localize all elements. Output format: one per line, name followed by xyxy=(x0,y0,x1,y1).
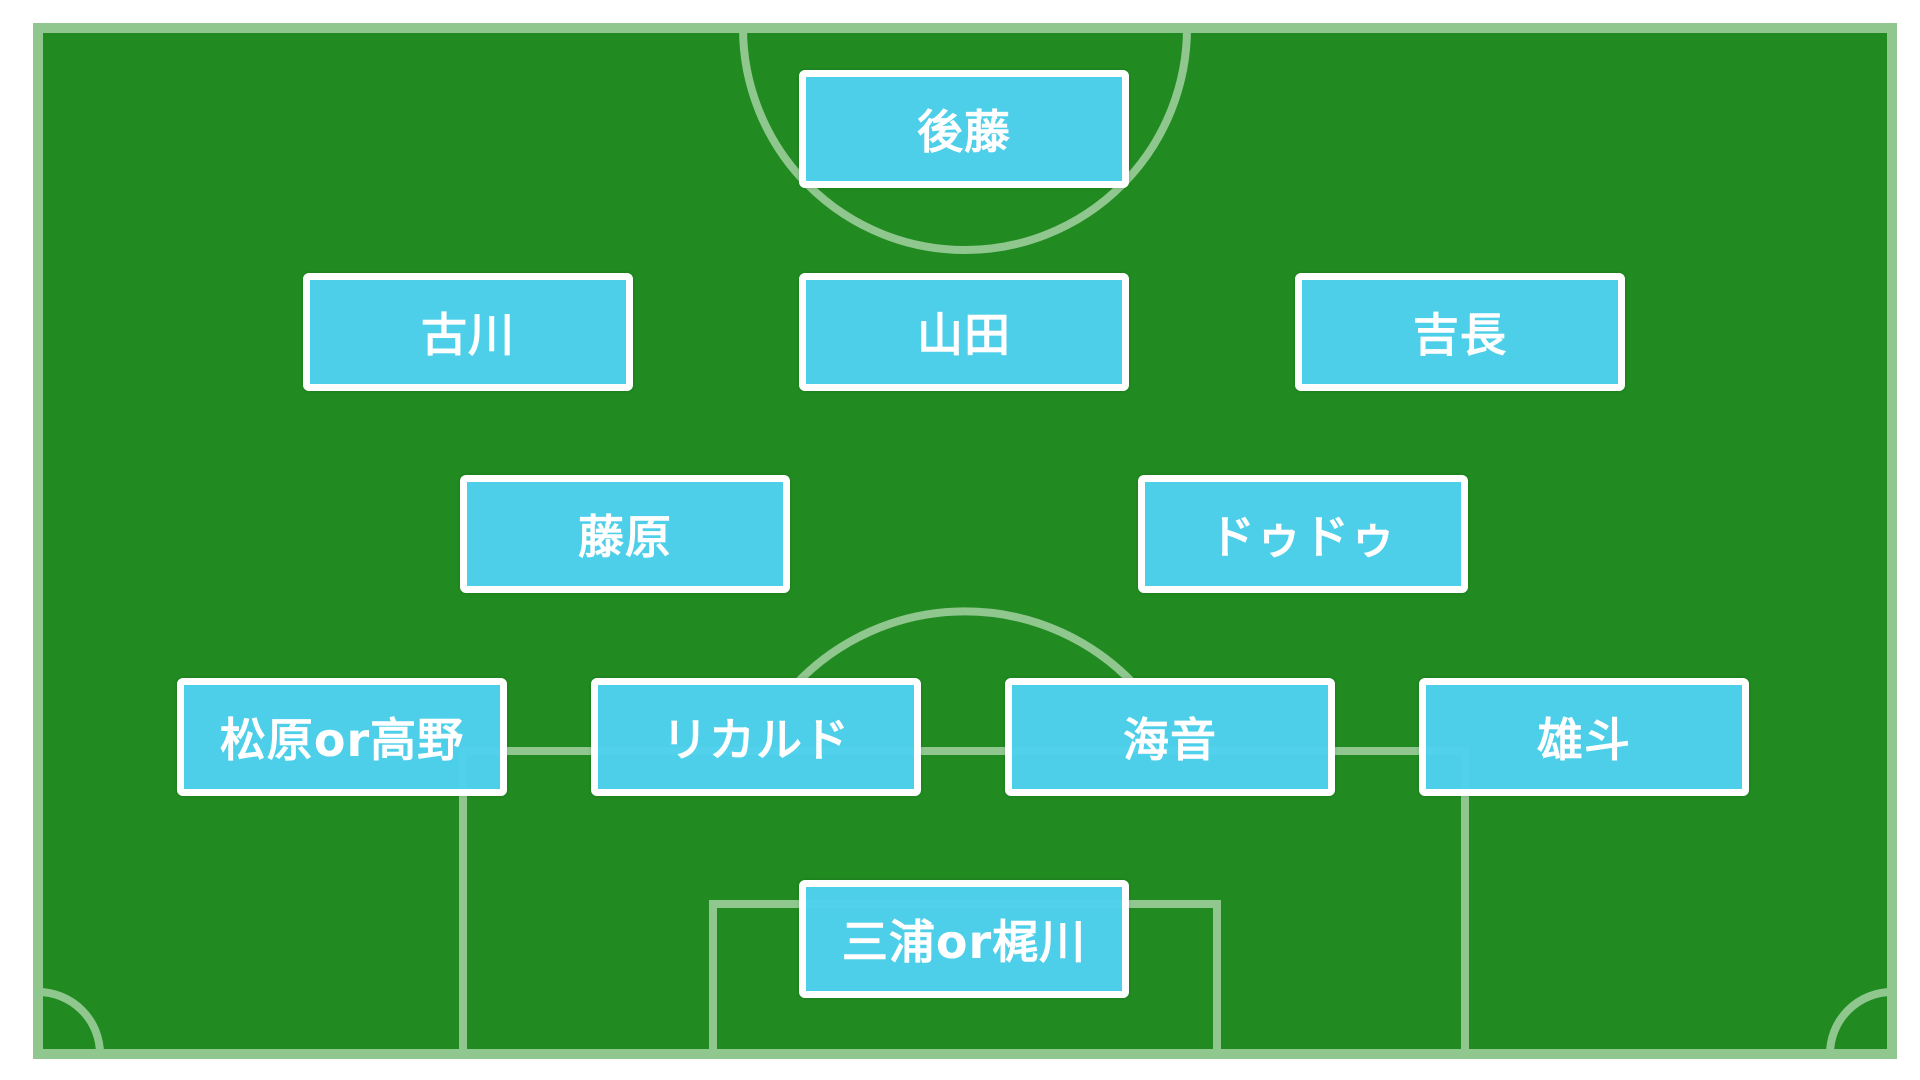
player-box-mid-wide-left: 松原or高野 xyxy=(177,678,507,796)
player-box-dmf-right: ドゥドゥ xyxy=(1138,475,1468,593)
player-box-mid-inside-left: リカルド xyxy=(591,678,921,796)
player-box-def-left: 古川 xyxy=(303,273,633,391)
player-box-def-center: 山田 xyxy=(799,273,1129,391)
player-name: 吉長 xyxy=(1413,308,1507,362)
player-name: ドゥドゥ xyxy=(1209,510,1397,564)
player-name: 後藤 xyxy=(917,105,1011,159)
player-name: 藤原 xyxy=(578,510,672,564)
player-name: 山田 xyxy=(917,308,1011,362)
player-box-gk: 後藤 xyxy=(799,70,1129,188)
player-box-def-right: 吉長 xyxy=(1295,273,1625,391)
corner-arc-left xyxy=(37,988,104,1055)
player-box-mid-inside-right: 海音 xyxy=(1005,678,1335,796)
player-name: 松原or高野 xyxy=(219,713,465,767)
penalty-arc xyxy=(793,607,1137,687)
corner-arc-right xyxy=(1826,988,1893,1055)
player-box-fw: 三浦or梶川 xyxy=(799,880,1129,998)
player-name: リカルド xyxy=(662,713,850,767)
penalty-box-line xyxy=(459,747,1469,1054)
player-name: 雄斗 xyxy=(1537,713,1631,767)
player-name: 三浦or梶川 xyxy=(841,915,1087,969)
center-circle-arc xyxy=(739,27,1191,254)
player-name: 古川 xyxy=(421,308,515,362)
player-box-dmf-left: 藤原 xyxy=(460,475,790,593)
player-name: 海音 xyxy=(1123,713,1217,767)
player-box-mid-wide-right: 雄斗 xyxy=(1419,678,1749,796)
